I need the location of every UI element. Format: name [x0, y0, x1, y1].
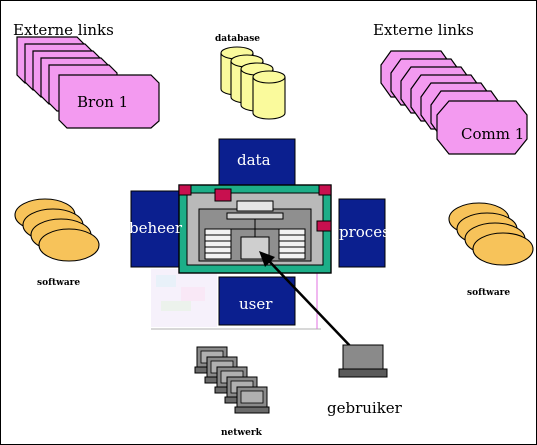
external-links-left-label: Externe links [13, 21, 114, 39]
beheer-box [130, 190, 182, 268]
dither-area [151, 269, 217, 327]
user-terminal-icon [338, 344, 388, 378]
comm-label: Comm 1 [461, 125, 525, 143]
central-system-icon [178, 184, 332, 274]
comm-stack-icon [380, 50, 528, 155]
gebruiker-label: gebruiker [327, 399, 402, 417]
user-arrow [259, 251, 354, 350]
user-box [218, 276, 296, 326]
software-left-icon [14, 198, 100, 262]
network-icon [194, 346, 270, 414]
proces-box-label: proces [339, 223, 390, 241]
software-right-icon [448, 202, 534, 266]
source-stack-icon [16, 36, 160, 129]
database-label: database [215, 34, 261, 44]
external-links-right-label: Externe links [373, 21, 474, 39]
software-left-label: software [37, 278, 81, 288]
data-box [218, 138, 296, 188]
data-box-label: data [237, 151, 271, 169]
database-icon [220, 46, 286, 120]
beheer-box-label: beheer [129, 219, 183, 237]
bron-label: Bron 1 [77, 93, 129, 111]
software-right-label: software [467, 288, 511, 298]
proces-box [338, 198, 386, 268]
network-label: netwerk [221, 428, 262, 438]
user-box-label: user [239, 295, 273, 313]
